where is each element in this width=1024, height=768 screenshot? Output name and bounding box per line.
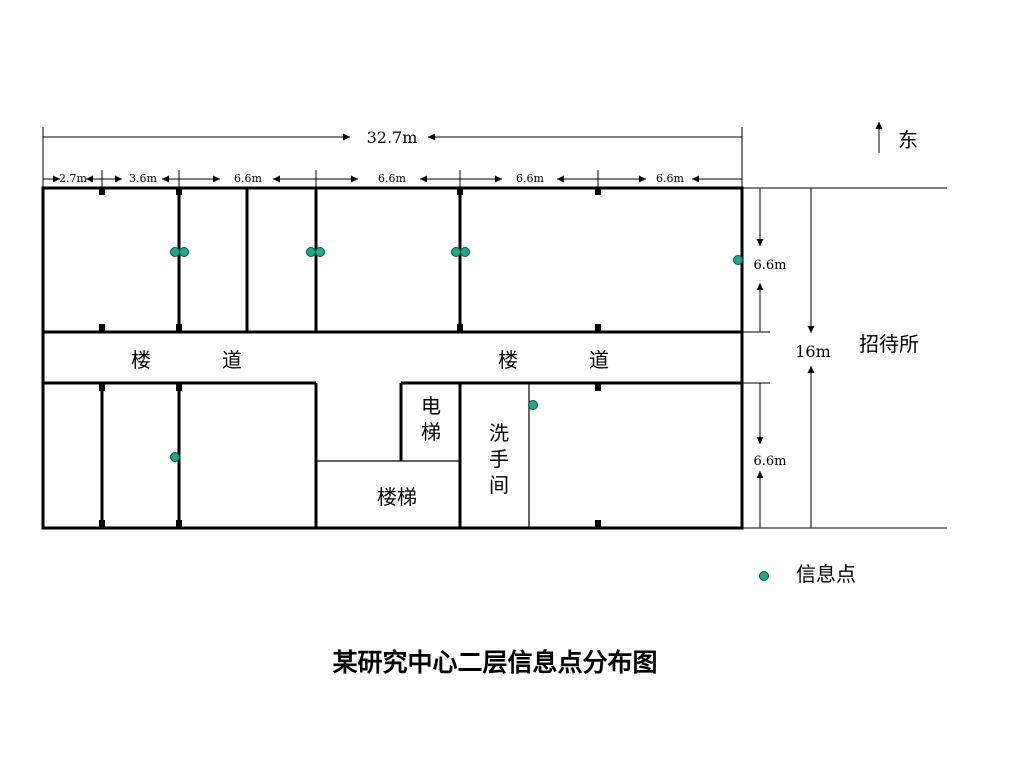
corridor-left-char-2: 道 [222,348,242,372]
washroom-char-1: 洗 [489,421,509,445]
segment-label-2: 3.6m [129,172,157,185]
total-width-label: 32.7m [367,128,418,147]
elevator-char-2: 梯 [421,420,441,444]
info-point [460,247,470,257]
info-point [733,255,743,265]
legend-info-point-icon [759,571,769,581]
info-point [315,247,325,257]
segment-label-6: 6.6m [656,172,684,185]
corridor-right-char-2: 道 [589,348,609,372]
washroom-char-2: 手 [489,447,509,471]
legend-info-point-label: 信息点 [796,562,856,586]
info-point [528,400,538,410]
segment-label-3: 6.6m [234,172,262,185]
guesthouse-label: 招待所 [859,332,919,356]
segment-label-4: 6.6m [378,172,406,185]
depth-dimensions: 6.6m 6.6m 16m [742,187,947,529]
south-rooms-depth-label: 6.6m [753,454,786,469]
structural-posts [99,188,601,528]
stairs-label: 楼梯 [377,485,417,509]
corridor-right-char-1: 楼 [498,348,518,372]
elevator-char-1: 电 [421,394,441,418]
building-walls [41,186,744,530]
north-label: 东 [898,128,918,152]
total-depth-label: 16m [795,342,831,361]
info-point [170,247,180,257]
info-point [170,452,180,462]
washroom-char-3: 间 [489,473,509,497]
info-point [179,247,189,257]
info-point [451,247,461,257]
info-points [170,247,743,462]
segment-label-5: 6.6m [516,172,544,185]
corridor-left-char-1: 楼 [131,348,151,372]
segment-dimensions: 2.7m 3.6m 6.6m 6.6m 6.6m 6.6m [42,170,743,188]
diagram-title: 某研究中心二层信息点分布图 [332,648,657,677]
info-point [306,247,316,257]
north-rooms-depth-label: 6.6m [753,258,786,273]
segment-label-1: 2.7m [59,172,87,185]
